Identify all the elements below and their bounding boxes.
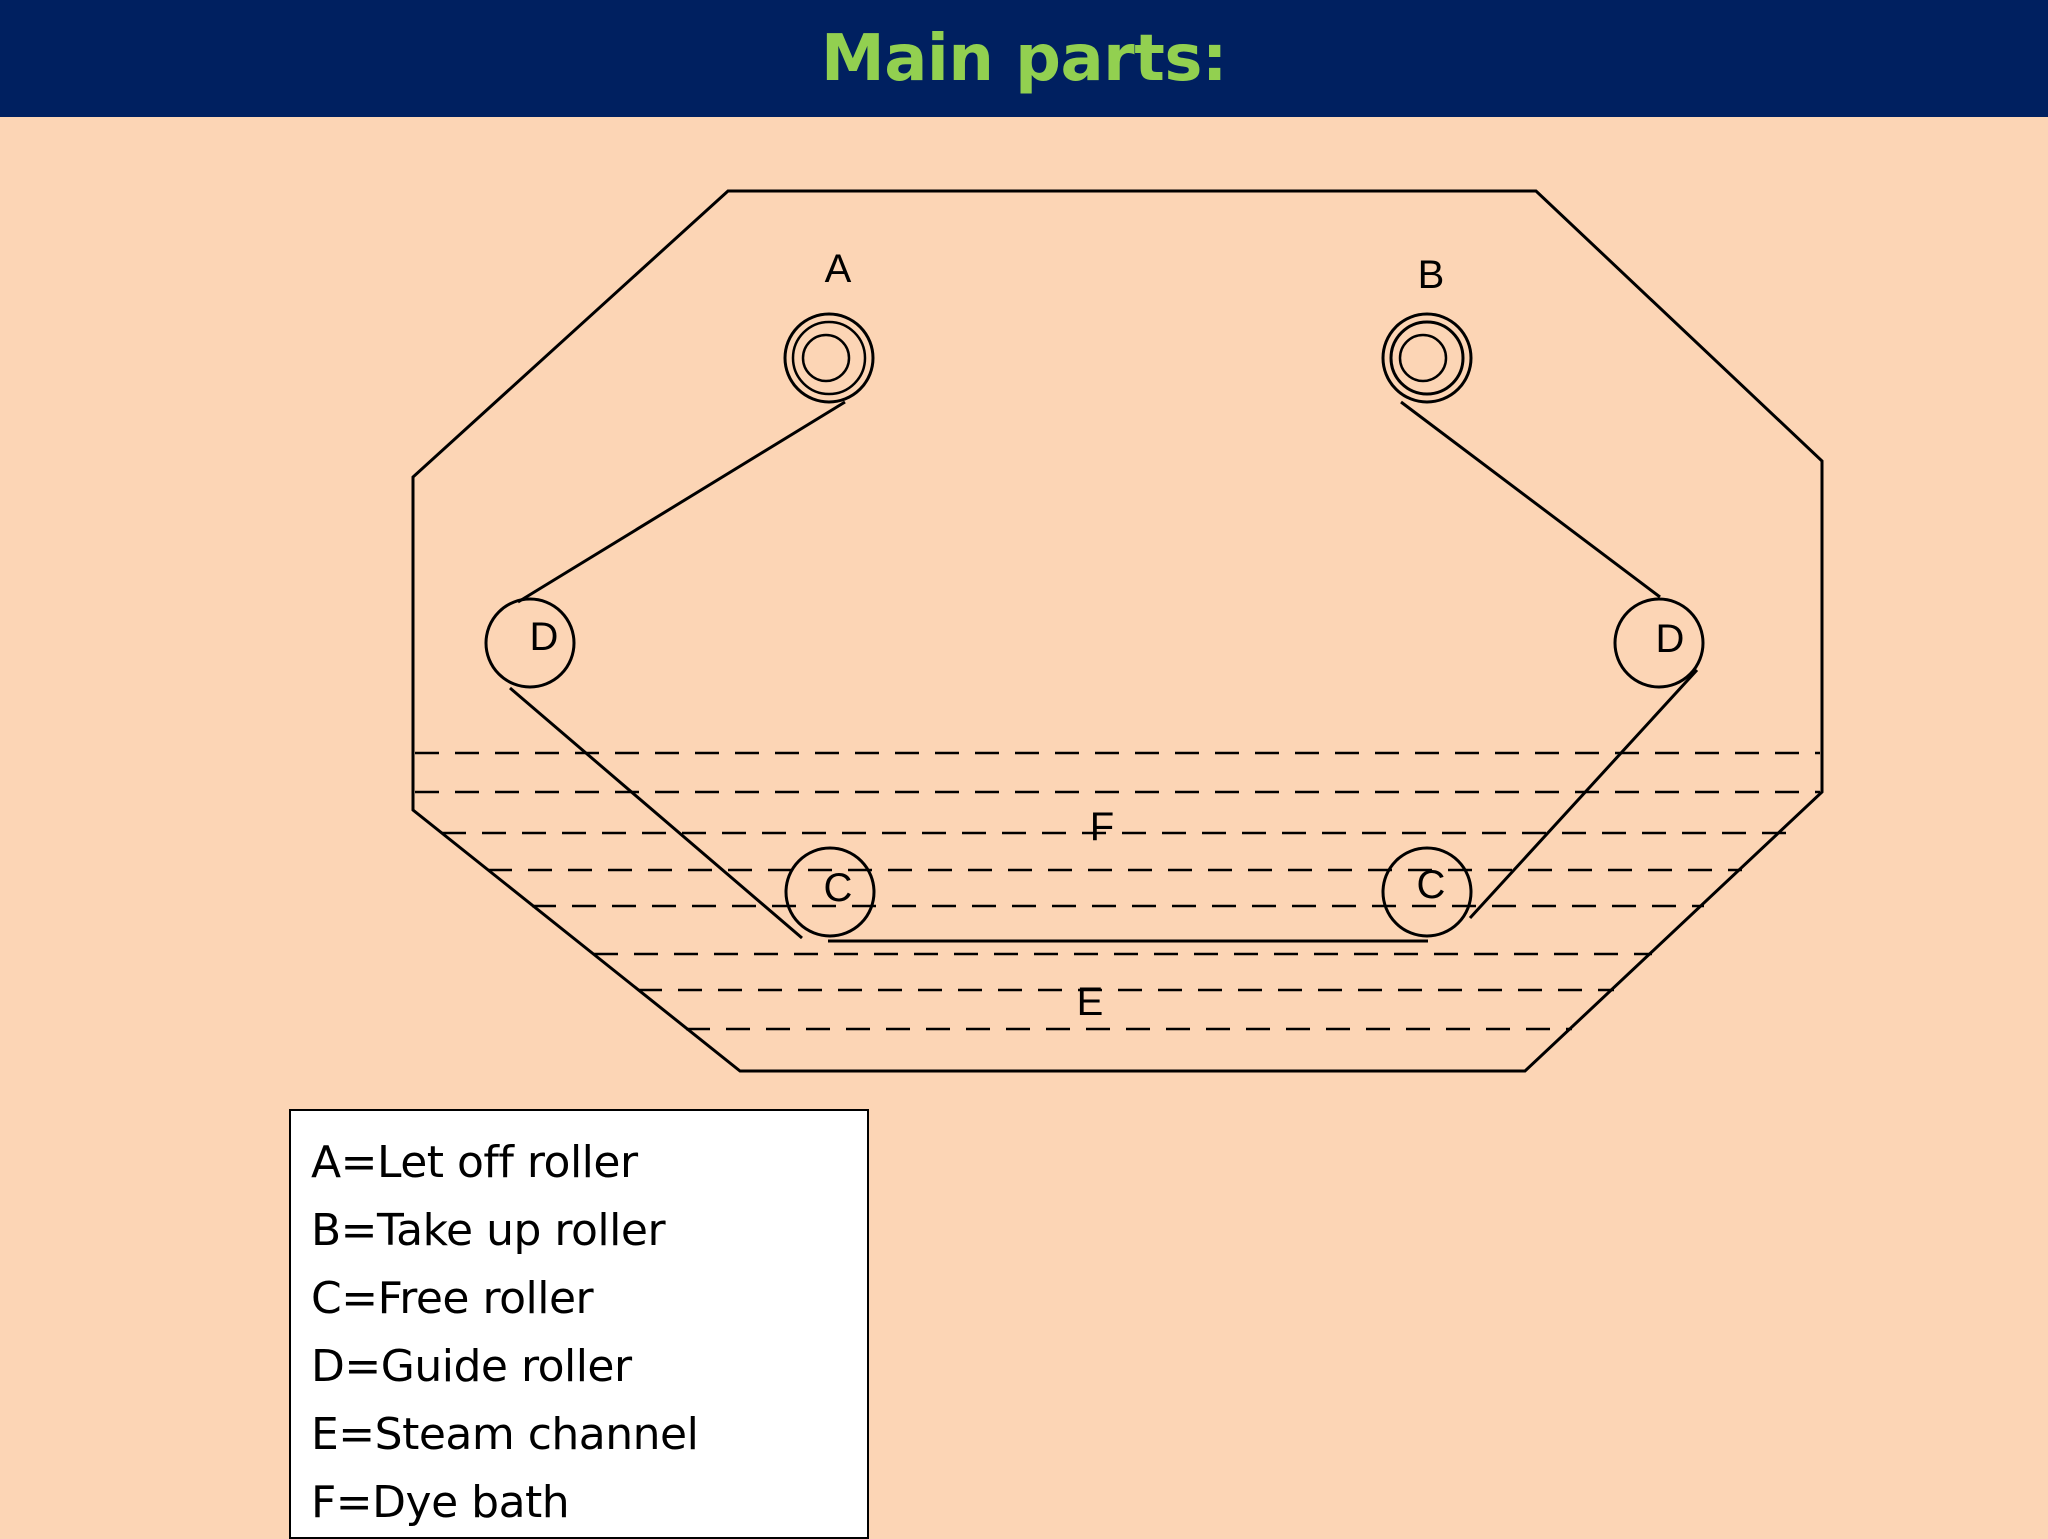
fabric-d-left-to-c-left [509,686,803,940]
label-c-right: C [1417,863,1446,907]
label-e: E [1077,980,1104,1024]
label-f: F [1090,805,1114,849]
machine-body-outline [411,189,1824,1073]
label-c-left: C [824,866,853,910]
guide-roller-right [1613,597,1705,689]
dye-bath-lines [415,751,1820,908]
page-title: Main parts: [821,21,1228,96]
legend-box: A=Let off roller B=Take up roller C=Free… [289,1109,869,1539]
fabric-path [509,400,1699,943]
legend-item-b: B=Take up roller [311,1205,666,1256]
free-roller-right [1381,846,1473,938]
fabric-c-right-to-d-right [1468,668,1699,920]
take-up-roller-b [1381,312,1473,404]
legend-item-c: C=Free roller [311,1273,594,1324]
label-b: B [1418,253,1445,297]
label-d-left: D [530,615,559,659]
guide-roller-left [484,597,576,689]
legend-item-a: A=Let off roller [311,1137,638,1188]
title-bar: Main parts: [0,0,2048,117]
free-roller-left [784,846,876,938]
label-a: A [825,247,852,291]
steam-channel-lines [594,952,1652,1031]
legend-item-e: E=Steam channel [311,1409,699,1460]
legend-item-f: F=Dye bath [311,1477,570,1528]
label-d-right: D [1656,617,1685,661]
let-off-roller-a [783,312,875,404]
fabric-a-to-d-left [517,400,846,604]
fabric-d-right-to-b [1400,400,1661,599]
legend-item-d: D=Guide roller [311,1341,632,1392]
